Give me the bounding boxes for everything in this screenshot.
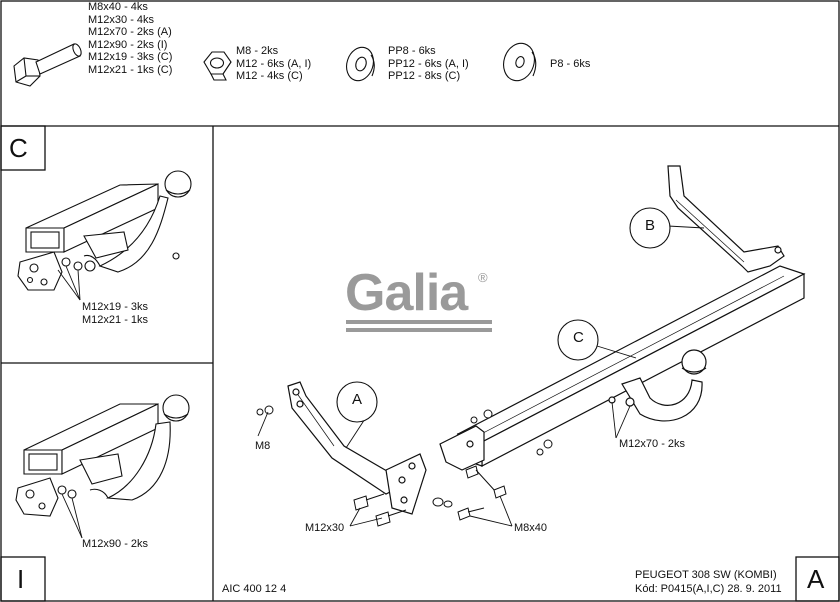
bolt-line: M12x30 - 4ks (88, 13, 155, 26)
nut-line: M12 - 6ks (A, I) (236, 57, 312, 70)
registered-mark: ® (478, 270, 488, 285)
bolt-line: M12x19 - 3ks (C) (88, 51, 173, 64)
drawing-code: AIC 400 12 4 (222, 583, 287, 595)
bracket-a (287, 381, 399, 495)
bolt-line: M12x21 - 1ks (C) (88, 63, 173, 76)
coupling-plate (439, 425, 485, 471)
bolt-parts-list: M8x40 - 4ks M12x30 - 4ks M12x70 - 2ks (A… (88, 1, 172, 77)
washer-line: PP12 - 8ks (C) (388, 70, 461, 83)
bracket-b (667, 165, 785, 273)
bolt-icon (13, 43, 82, 87)
panel-c-label: M12x21 - 1ks (82, 313, 149, 326)
washer-parts-list: PP8 - 6ks PP12 - 6ks (A, I) PP12 - 8ks (… (388, 45, 469, 83)
main-fasteners (256, 405, 553, 527)
callout-b: B (645, 217, 656, 234)
nut-parts-list: M8 - 2ks M12 - 6ks (A, I) M12 - 4ks (C) (236, 45, 311, 83)
label-m8x40: M8x40 (514, 522, 548, 534)
nut-line: M8 - 2ks (236, 45, 279, 57)
logo-underlines (346, 320, 492, 332)
panel-c-letter: C (9, 133, 28, 163)
callout-c: C (573, 329, 584, 346)
panel-a-letter: A (807, 564, 825, 594)
big-washer-icon (503, 42, 537, 82)
panel-c-drawing (17, 170, 192, 291)
panel-c-leaders (57, 265, 81, 301)
washer-line: PP12 - 6ks (A, I) (388, 57, 469, 70)
panel-c-labels: M12x19 - 3ks M12x21 - 1ks (82, 301, 148, 326)
callout-circles (336, 207, 671, 423)
nut-line: M12 - 4ks (C) (236, 70, 303, 83)
panel-i-letter: I (17, 564, 25, 594)
crossbar-tube (456, 265, 806, 467)
panel-i-leaders (61, 493, 83, 539)
product-code-date: Kód: P0415(A,I,C) 28. 9. 2011 (635, 583, 782, 595)
big-washer-line: P8 - 6ks (550, 58, 591, 70)
callout-a: A (352, 391, 363, 408)
bolt-line: M12x70 - 2ks (A) (88, 26, 172, 39)
vehicle-name: PEUGEOT 308 SW (KOMBI) (635, 569, 777, 581)
panel-c-label: M12x19 - 3ks (82, 301, 149, 313)
bolt-line: M8x40 - 4ks (88, 1, 148, 13)
main-leaders (257, 225, 705, 527)
washer-line: PP8 - 6ks (388, 45, 436, 57)
logo-text: Galia (345, 264, 468, 322)
flange-plate (385, 453, 427, 515)
label-m8: M8 (255, 440, 271, 452)
galia-logo: Galia (345, 264, 468, 322)
big-washer-parts-list: P8 - 6ks (550, 58, 590, 71)
panel-i-drawing (15, 394, 190, 517)
bolt-line: M12x90 - 2ks (I) (88, 38, 168, 51)
label-m12x70: M12x70 - 2ks (619, 438, 686, 450)
panel-i-label: M12x90 - 2ks (82, 538, 149, 550)
nut-icon (203, 51, 232, 81)
label-m12x30: M12x30 (305, 522, 345, 534)
washer-icon (346, 46, 375, 82)
